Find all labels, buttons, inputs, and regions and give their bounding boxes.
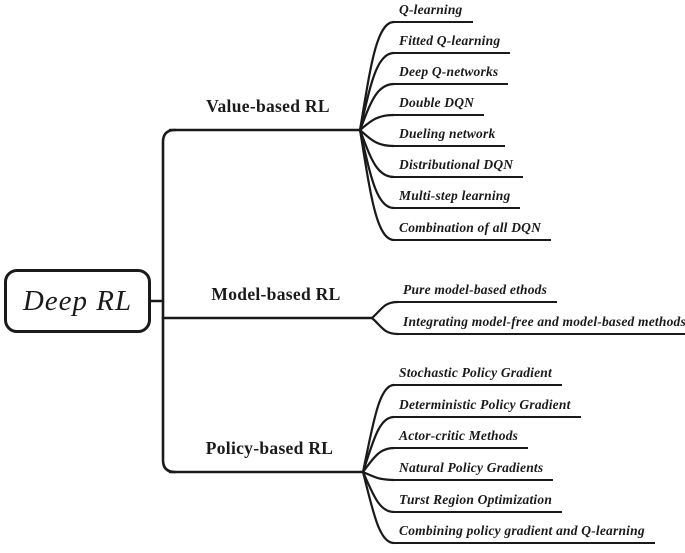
leaf-natural-policy-gradients: Natural Policy Gradients	[393, 460, 554, 481]
leaf-trust-region-optimization: Turst Region Optimization	[393, 492, 563, 513]
root-node-deep-rl: Deep RL	[4, 269, 151, 333]
branch-label-model-based-rl: Model-based RL	[211, 284, 341, 304]
leaf-pure-model-based: Pure model-based ethods	[397, 282, 558, 303]
leaf-combination-of-all-dqn: Combination of all DQN	[393, 220, 552, 241]
fan-curves-model	[370, 300, 400, 336]
branch-label-policy-based-rl: Policy-based RL	[205, 438, 334, 458]
leaf-dueling-network: Dueling network	[393, 126, 506, 147]
leaf-integrating-model-free-model-based: Integrating model-free and model-based m…	[397, 314, 685, 335]
leaf-q-learning: Q-learning	[393, 2, 473, 23]
leaf-deterministic-policy-gradient: Deterministic Policy Gradient	[393, 397, 581, 418]
leaf-multi-step-learning: Multi-step learning	[393, 188, 521, 209]
fan-curves-policy	[361, 383, 396, 545]
branch-label-value-based-rl: Value-based RL	[206, 96, 330, 116]
leaf-fitted-q-learning: Fitted Q-learning	[393, 33, 511, 54]
trunk-lines	[149, 128, 374, 474]
leaf-actor-critic-methods: Actor-critic Methods	[393, 428, 529, 449]
fan-curves-value	[358, 20, 396, 242]
leaf-stochastic-policy-gradient: Stochastic Policy Gradient	[393, 365, 562, 386]
leaf-distributional-dqn: Distributional DQN	[393, 157, 524, 178]
leaf-deep-q-networks: Deep Q-networks	[393, 64, 509, 85]
leaf-double-dqn: Double DQN	[393, 95, 485, 116]
leaf-combining-policy-gradient-q-learning: Combining policy gradient and Q-learning	[393, 523, 655, 544]
